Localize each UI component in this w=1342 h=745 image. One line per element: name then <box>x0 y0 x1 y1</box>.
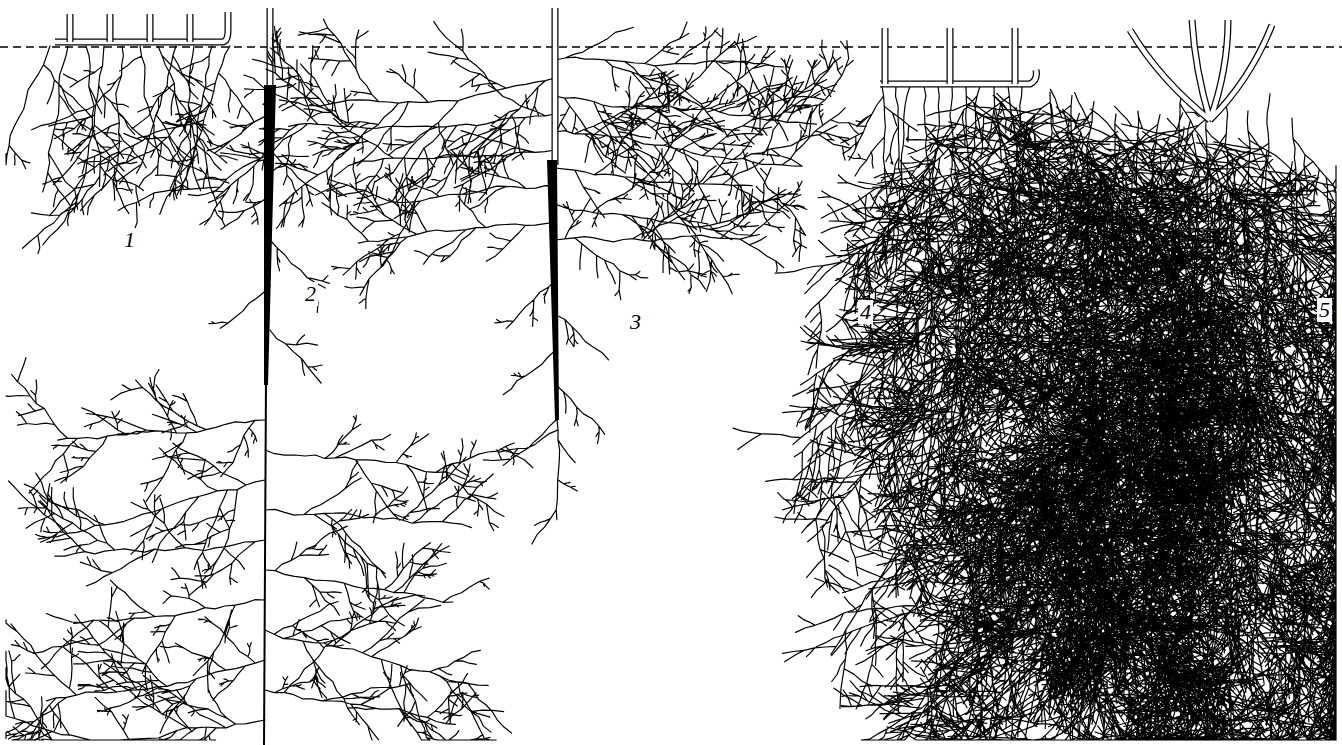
taproot <box>547 160 559 420</box>
rhizome-shoot-fill <box>108 14 113 42</box>
shoot <box>882 28 889 84</box>
rhizome-shoot <box>187 14 194 42</box>
shoot-fill <box>1013 28 1018 84</box>
tiller-stems <box>1130 20 1272 120</box>
rhizome-shoot-fill <box>68 14 73 42</box>
taproot-lower <box>264 380 266 745</box>
callout-number: 3 <box>628 310 643 334</box>
shoot <box>1012 28 1019 84</box>
rhizome-roots <box>6 46 254 254</box>
lateral-roots <box>171 19 867 544</box>
shoot <box>947 28 954 84</box>
callout-number: 4 <box>858 300 873 324</box>
rhizome-shoot-fill <box>148 14 153 42</box>
rhizome <box>55 12 228 42</box>
callout-number: 5 <box>1317 298 1332 322</box>
rhizome-shoot <box>147 14 154 42</box>
shoot-fill <box>948 28 953 84</box>
stem <box>552 8 559 165</box>
rhizome-shoot <box>67 14 74 42</box>
callout-number: 1 <box>122 228 137 252</box>
rhizome-shoot-fill <box>188 14 193 42</box>
stem-fill <box>553 8 558 165</box>
callout-number: 2 <box>303 282 318 306</box>
root-drawings <box>6 8 1336 745</box>
shoot-fill <box>883 28 888 84</box>
fibrous-roots <box>799 89 1336 740</box>
rhizome-fill <box>55 12 228 42</box>
rhizome-shoot <box>107 14 114 42</box>
tiller-stems-fill <box>1130 20 1272 120</box>
